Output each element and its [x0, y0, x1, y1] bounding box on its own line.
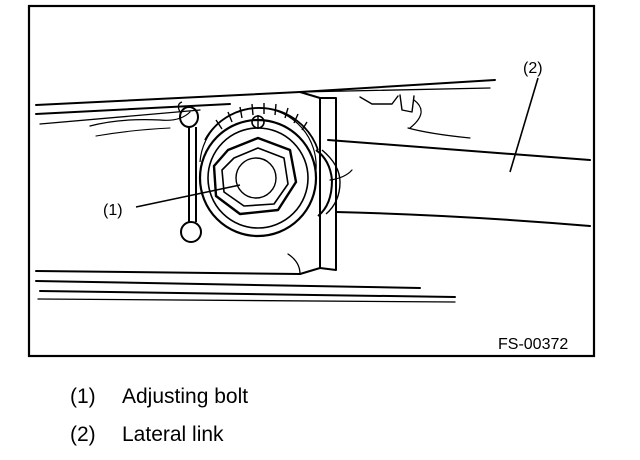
- figure-code: FS-00372: [498, 336, 568, 353]
- legend-label: Lateral link: [122, 423, 224, 446]
- legend-number: (2): [70, 423, 96, 446]
- figure-frame: [27, 4, 596, 358]
- leader-1: [135, 184, 241, 208]
- eccentric-washer: [198, 118, 341, 238]
- adjusting-bolt: [212, 136, 298, 216]
- callout-leaders: [135, 77, 539, 208]
- callout-1: (1): [103, 202, 123, 219]
- retainer-clip: [177, 101, 202, 243]
- legend-number: (1): [70, 385, 96, 408]
- leader-2: [509, 77, 539, 173]
- legend-item-adjusting-bolt: (1) Adjusting bolt: [70, 385, 248, 409]
- legend-label: Adjusting bolt: [122, 385, 249, 408]
- callout-2: (2): [523, 60, 543, 77]
- legend-item-lateral-link: (2) Lateral link: [70, 423, 224, 447]
- crossmember: [35, 79, 496, 303]
- lateral-link: [327, 127, 591, 227]
